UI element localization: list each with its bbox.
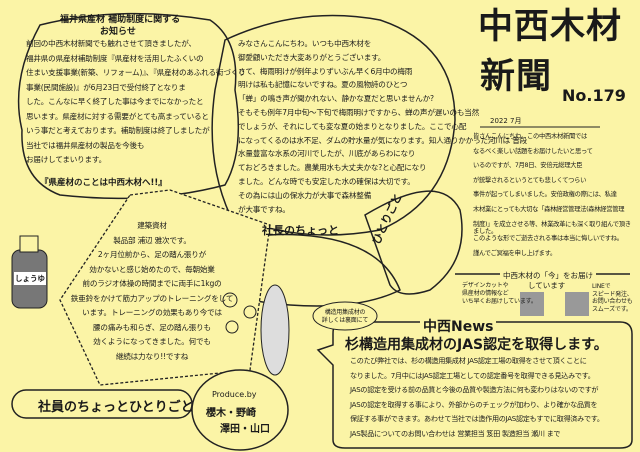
text-line: 前のラジオ体操の時間までに両手に1kgの	[82, 279, 222, 288]
text-line: 住まい支援事業(新築、リフォーム)』、『県産材のあふれる街づくり	[26, 68, 246, 77]
text-line: 木材業にとっても大切な「森林経営管理法(森林経営管理	[473, 205, 625, 213]
text-line: 事件が起ってしまいました。安倍政権の際には、私達	[473, 191, 617, 199]
employee-column-title: 社員のちょっとひとりごと	[38, 400, 194, 415]
text-line: このような形でご逝去される事は本当に悔しいですね。	[473, 235, 623, 243]
sns-right-note: LINEでスピード発注、お問い合わせもスムーズです。	[592, 283, 638, 313]
notice-subtitle: お知らせ	[100, 27, 136, 37]
text-line: ました。どんな時でも安定した水の確保は大切です。	[238, 176, 415, 186]
text-line: いち早くお届けしています。	[462, 298, 537, 305]
text-line: いう事だと考えております。補助制度は終了しましたが	[26, 126, 210, 135]
issue-date: 2022 7月	[490, 117, 522, 125]
text-line: お問い合わせも	[592, 298, 633, 305]
text-line: 効くようになってきました。何でも	[93, 337, 211, 346]
notice-slogan: 『県産材のことは中西木材へ!!』	[40, 178, 167, 188]
text-line: 思います。県産材に対する需要がとても高まっていると	[26, 111, 209, 121]
qr-code-line	[565, 292, 589, 316]
text-line: さて、梅雨明けが例年よりずいぶん早く6月中の梅雨	[238, 66, 413, 76]
sns-heading: 中西木材の「今」をお届け	[500, 270, 596, 281]
president-column-label: 社長のちょっと	[262, 224, 339, 237]
text-line: 詳しくは裏面にて	[321, 316, 369, 324]
news-callout: 構造用集成材の詳しくは裏面にて	[318, 309, 372, 324]
text-line: 効かないと感じ始めたので、毎朝始業	[89, 264, 215, 274]
sns-left-note: デザインカットや県産材の情報などいち早くお届けしています。	[462, 282, 537, 306]
employee-message: 建築資材製品部 浦辺 雅次です。 2ヶ月位前から、足の踏ん張りが効かないと感じ始め…	[62, 222, 242, 367]
text-line: 「蝉」の鳴き声が聞かれない、静かな夏だと思いませんか?	[238, 94, 434, 104]
smiley-icon	[243, 305, 257, 319]
corn-illustration	[260, 284, 290, 376]
text-line: スムーズです。	[592, 305, 632, 313]
text-line: います。トレーニングの効果もあり今では	[82, 308, 222, 317]
text-line: になってくるのは水不足、ダムの貯水量が気になります。知人通りかかった河川は 普段	[238, 135, 528, 145]
text-line: 構造用集成材の	[324, 309, 366, 316]
text-line: JASの認定を受ける前の品質と今後の品質や製造方法に何も変わりはないのですが	[350, 385, 599, 394]
president-bubble-outline	[211, 14, 456, 236]
news-headline: 杉構造用集成材のJAS認定を取得します。	[345, 337, 608, 353]
text-line: その為には山の保水力が大事で森林整備	[238, 190, 372, 200]
text-line: でしょうが、それにしても変な夏の始まりとなりました。ここで心配	[238, 121, 467, 131]
text-line: なるべく楽しい話題をお届けしたいと思って	[473, 147, 593, 155]
text-line: 水量豊富な水系の河川でしたが、川底があらわになり	[238, 149, 416, 159]
produce-names-2: 澤田・山口	[220, 424, 270, 435]
news-body: このたび弊社では、杉の構造用集成材 JAS認定工場の取得をさせて頂くことになりま…	[350, 357, 628, 444]
text-line: 継続は力なり!!ですね	[115, 351, 189, 361]
text-line: 明けは私も記憶にないですね。夏の風物詩のひとつ	[238, 80, 408, 90]
sns-heading-2: しています	[528, 281, 566, 290]
text-line: みなさんこんにちわ。いつも中西木材を	[238, 39, 372, 48]
notice-title: 福井県産材 補助制度に関する	[60, 15, 181, 25]
masthead-message: 皆さんこんにちわ。この中西木材新聞ではなるべく楽しい話題をお届けしたいと思ってい…	[473, 133, 633, 265]
employee-card-outline	[59, 189, 271, 386]
leaf-illustration	[364, 190, 463, 295]
text-line: JASの認定を取得する事により、外部からのチェックが加わり、より確かな品質を	[350, 399, 598, 409]
text-line: デザインカットや	[462, 282, 509, 289]
text-line: 制度)」を成立させる等、林業改革にも深く取り組んで頂きました。	[473, 220, 631, 235]
text-line: 県産材の情報など	[462, 290, 509, 297]
produce-basket	[191, 369, 289, 451]
notice-cloud-outline	[17, 12, 240, 200]
smiley-icon	[222, 292, 238, 308]
text-line: した。こんなに早く終了した事は今までになかったと	[26, 97, 204, 106]
text-line: 謹んでご冥福を申し上げます。	[473, 249, 557, 257]
text-line: スピード発注、	[592, 290, 633, 298]
text-line: 当社では福井県産材の製品を今後も	[26, 140, 145, 150]
produce-label: Produce.by	[212, 390, 257, 399]
text-line: 腰の痛みも和らぎ、足の踏ん張りも	[93, 322, 211, 332]
notice-body: 前回の中西木材新聞でも触れさせて頂きましたが、福井県の県産材補助制度『県産材を活…	[26, 40, 246, 171]
newspaper-title-2: 新聞	[480, 57, 553, 97]
smiley-icon	[225, 320, 239, 334]
text-line: JAS製品についてのお問い合わせは 営業担当 笈田 製造担当 瀬川 まで	[350, 428, 561, 438]
text-line: 事業(民間施設)』が6月23日で受付終了となりま	[26, 82, 186, 92]
text-line: 福井県の県産材補助制度『県産材を活用したふくいの	[26, 53, 204, 63]
produce-names: 櫻木・野崎	[206, 408, 256, 419]
text-line: 前回の中西木材新聞でも触れさせて頂きましたが、	[26, 39, 196, 48]
text-line: 御愛顧いただき大変ありがとうございます。	[238, 52, 386, 62]
text-line: が大事ですね。	[238, 204, 290, 214]
soy-sauce-label: しょうゆ	[14, 272, 46, 285]
issue-number: No.179	[562, 86, 626, 105]
text-line: このたび弊社では、杉の構造用集成材 JAS認定工場の取得をさせて頂くことに	[350, 356, 587, 365]
text-line: そもそも例年7月中旬～下旬で梅雨明けですから、蝉の声が遅いのも当然	[238, 107, 480, 117]
news-box-outline	[316, 321, 633, 449]
text-line: ておどろきました。農業用水も大丈夫かな?と心配になり	[238, 163, 427, 173]
qr-code-instagram	[520, 292, 544, 316]
news-header: 中西News	[420, 316, 497, 336]
text-line: 建築資材	[137, 221, 167, 230]
text-line: が銃撃されるというとても悲しくてつらい	[473, 176, 587, 184]
text-line: 製品部 浦辺 雅次です。	[113, 235, 191, 245]
text-line: なりました。7月中にはJAS認定工場としての認定番号を取得できる見込みです。	[350, 370, 595, 380]
text-line: 保証する事ができます。あわせて当社では造作用のJAS認定もすでに取得済みです。	[350, 414, 604, 423]
president-message: みなさんこんにちわ。いつも中西木材を御愛顧いただき大変ありがとうございます。さて…	[238, 40, 527, 219]
newspaper-title: 中西木材	[478, 7, 623, 47]
text-line: 2ヶ月位前から、足の踏ん張りが	[97, 250, 207, 259]
text-line: 皆さんこんにちわ。この中西木材新聞では	[473, 133, 587, 140]
text-line: LINEで	[592, 283, 611, 290]
text-line: いるのですが、7月8日、安倍元総理大臣	[473, 162, 583, 170]
text-line: 鉄亜鈴をかけて筋力アップのトレーニングをして	[70, 293, 234, 303]
text-line: お届けしてまいります。	[26, 155, 106, 164]
callout-bubble	[312, 301, 378, 331]
